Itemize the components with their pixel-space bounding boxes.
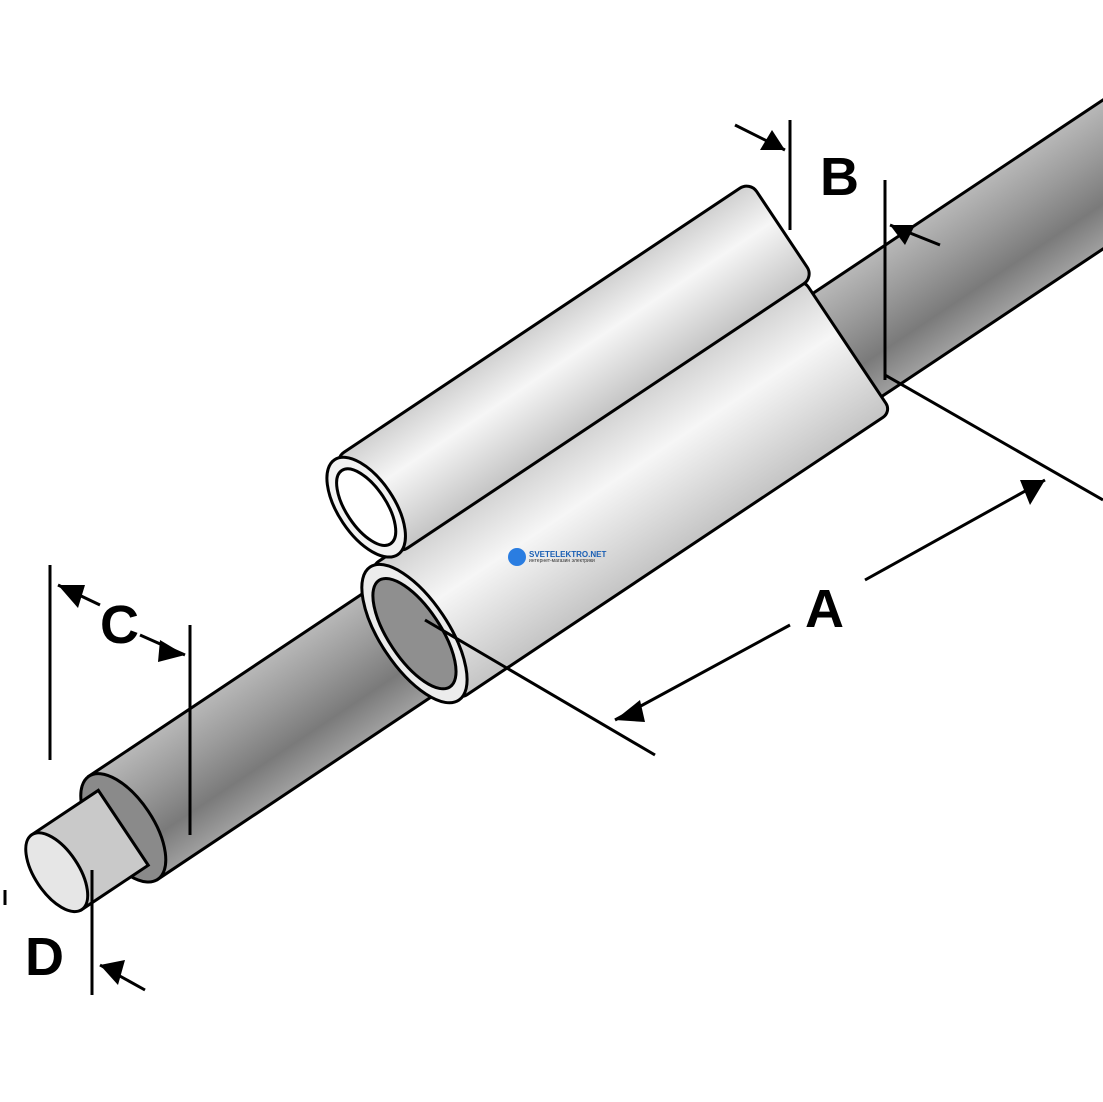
dimension-label-b: B bbox=[820, 147, 859, 207]
dimension-label-d: D bbox=[25, 927, 64, 987]
watermark-title: SVETELEKTRO.NET bbox=[529, 549, 607, 559]
collar-opening bbox=[371, 576, 458, 691]
arrowheads bbox=[58, 130, 1045, 985]
tube-opening bbox=[335, 467, 398, 547]
watermark-subtitle: интернет-магазин электрики bbox=[529, 557, 595, 564]
watermark: SVETELEKTRO.NET интернет-магазин электри… bbox=[508, 548, 606, 566]
conductor-end bbox=[24, 831, 90, 914]
dimension-label-c: C bbox=[100, 595, 139, 655]
watermark-logo-icon bbox=[508, 548, 526, 566]
dimension-label-a: A bbox=[805, 579, 844, 639]
